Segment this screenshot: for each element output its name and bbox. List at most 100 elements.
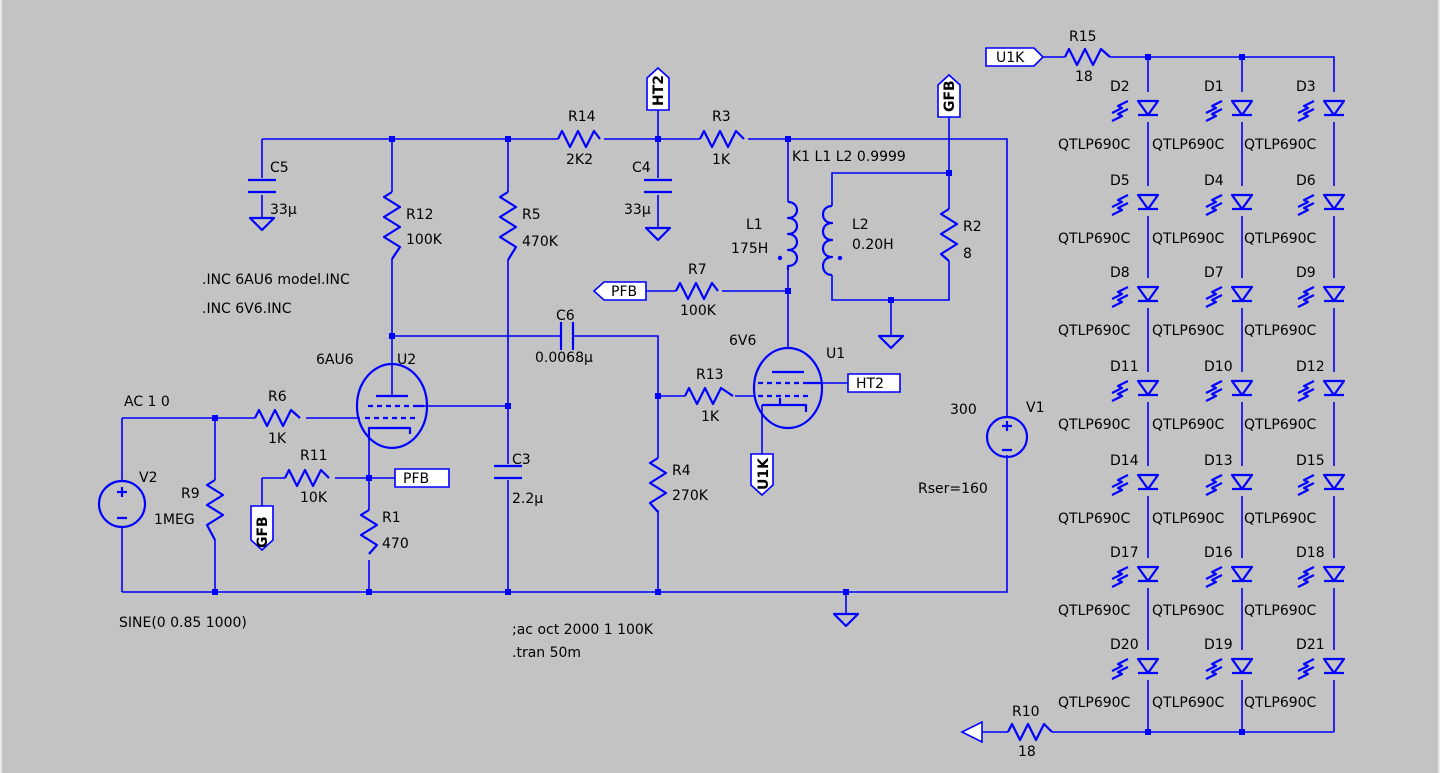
flag-ht2-u1: HT2 [856, 376, 884, 392]
ref-r10: R10 [1012, 704, 1040, 720]
led-model: QTLP690C [1152, 511, 1225, 527]
model-u2: 6AU6 [316, 352, 354, 368]
flag-ht2-top: HT2 [651, 75, 667, 106]
value-r6: 1K [268, 431, 287, 447]
value-c4: 33µ [624, 202, 651, 218]
led-model: QTLP690C [1244, 695, 1317, 711]
led-model: QTLP690C [1244, 137, 1317, 153]
ref-r9: R9 [181, 486, 200, 502]
value-c3: 2.2µ [512, 491, 543, 507]
ref-r15: R15 [1069, 29, 1097, 45]
ref-c3: C3 [512, 452, 531, 468]
source-v1 [985, 415, 1029, 459]
ref-r3: R3 [712, 109, 731, 125]
led-model: QTLP690C [1058, 511, 1131, 527]
flag-pfb-r7: PFB [611, 284, 637, 300]
led-ref: D21 [1296, 637, 1325, 653]
value-r5: 470K [522, 234, 559, 250]
value-r10: 18 [1018, 744, 1036, 760]
diode-icon [1136, 473, 1160, 491]
tube-u2 [355, 336, 429, 450]
resistor-r10 [1007, 722, 1053, 742]
led-ref: D15 [1296, 453, 1325, 469]
led-model: QTLP690C [1058, 231, 1131, 247]
led-ref: D11 [1110, 359, 1139, 375]
diode-icon [1322, 565, 1346, 583]
ground-icon [877, 334, 905, 350]
ref-l1: L1 [746, 217, 763, 233]
ref-r13: R13 [696, 367, 724, 383]
light-rays-icon [1297, 380, 1315, 402]
directive-coupling: K1 L1 L2 0.9999 [792, 149, 906, 165]
ref-r4: R4 [672, 463, 691, 479]
diode-icon [1136, 193, 1160, 211]
resistor-r6 [254, 408, 301, 428]
led-model: QTLP690C [1244, 511, 1317, 527]
value-c6: 0.0068µ [535, 350, 593, 366]
ref-c4: C4 [632, 160, 651, 176]
source-v2 [97, 479, 147, 529]
diode-icon [1230, 285, 1254, 303]
value-r14: 2K2 [566, 152, 593, 168]
light-rays-icon [1205, 380, 1223, 402]
ref-u2: U2 [397, 352, 416, 368]
wires [121, 56, 1335, 733]
flag-gfb-bottom: GFB [255, 516, 271, 548]
capacitor-c3 [494, 464, 522, 480]
value-v1: 300 [950, 402, 977, 418]
diode-icon [1322, 473, 1346, 491]
light-rays-icon [1297, 194, 1315, 216]
resistor-r14 [557, 129, 601, 149]
led-model: QTLP690C [1058, 417, 1131, 433]
resistor-r11 [284, 468, 330, 488]
light-rays-icon [1297, 100, 1315, 122]
net-flags: HT2 GFB PFB HT2 U1K PFB GFB U1K [250, 47, 1045, 744]
light-rays-icon [1111, 658, 1129, 680]
led-model: QTLP690C [1152, 323, 1225, 339]
resistor-r15 [1064, 47, 1111, 67]
ref-u1: U1 [826, 346, 845, 362]
resistor-r9 [205, 479, 225, 541]
ref-l2: L2 [852, 217, 869, 233]
window-border-left [0, 0, 2, 773]
light-rays-icon [1297, 286, 1315, 308]
ground-icon [832, 612, 860, 628]
light-rays-icon [1297, 474, 1315, 496]
led-model: QTLP690C [1244, 603, 1317, 619]
source-v2-ac: AC 1 0 [124, 394, 170, 410]
led-model: QTLP690C [1152, 231, 1225, 247]
led-ref: D4 [1204, 173, 1224, 189]
light-rays-icon [1205, 658, 1223, 680]
led-model: QTLP690C [1058, 695, 1131, 711]
light-rays-icon [1205, 100, 1223, 122]
value-l2: 0.20H [852, 237, 894, 253]
led-model: QTLP690C [1244, 417, 1317, 433]
resistor-r2 [939, 208, 959, 262]
capacitor-c6 [559, 322, 575, 350]
ref-r5: R5 [522, 207, 541, 223]
flag-gfb-top: GFB [942, 80, 958, 112]
directive-inc2: .INC 6V6.INC [202, 301, 292, 317]
value-r11: 10K [300, 490, 328, 506]
directive-tran: .tran 50m [512, 645, 581, 661]
diode-icon [1136, 379, 1160, 397]
value-r13: 1K [701, 409, 720, 425]
ref-c5: C5 [270, 160, 289, 176]
resistor-r7 [675, 281, 719, 301]
ref-r2: R2 [963, 219, 982, 235]
resistor-r5 [498, 191, 518, 261]
led-model: QTLP690C [1152, 695, 1225, 711]
resistors [205, 47, 1111, 742]
diode-icon [1136, 565, 1160, 583]
value-r9: 1MEG [154, 512, 195, 528]
